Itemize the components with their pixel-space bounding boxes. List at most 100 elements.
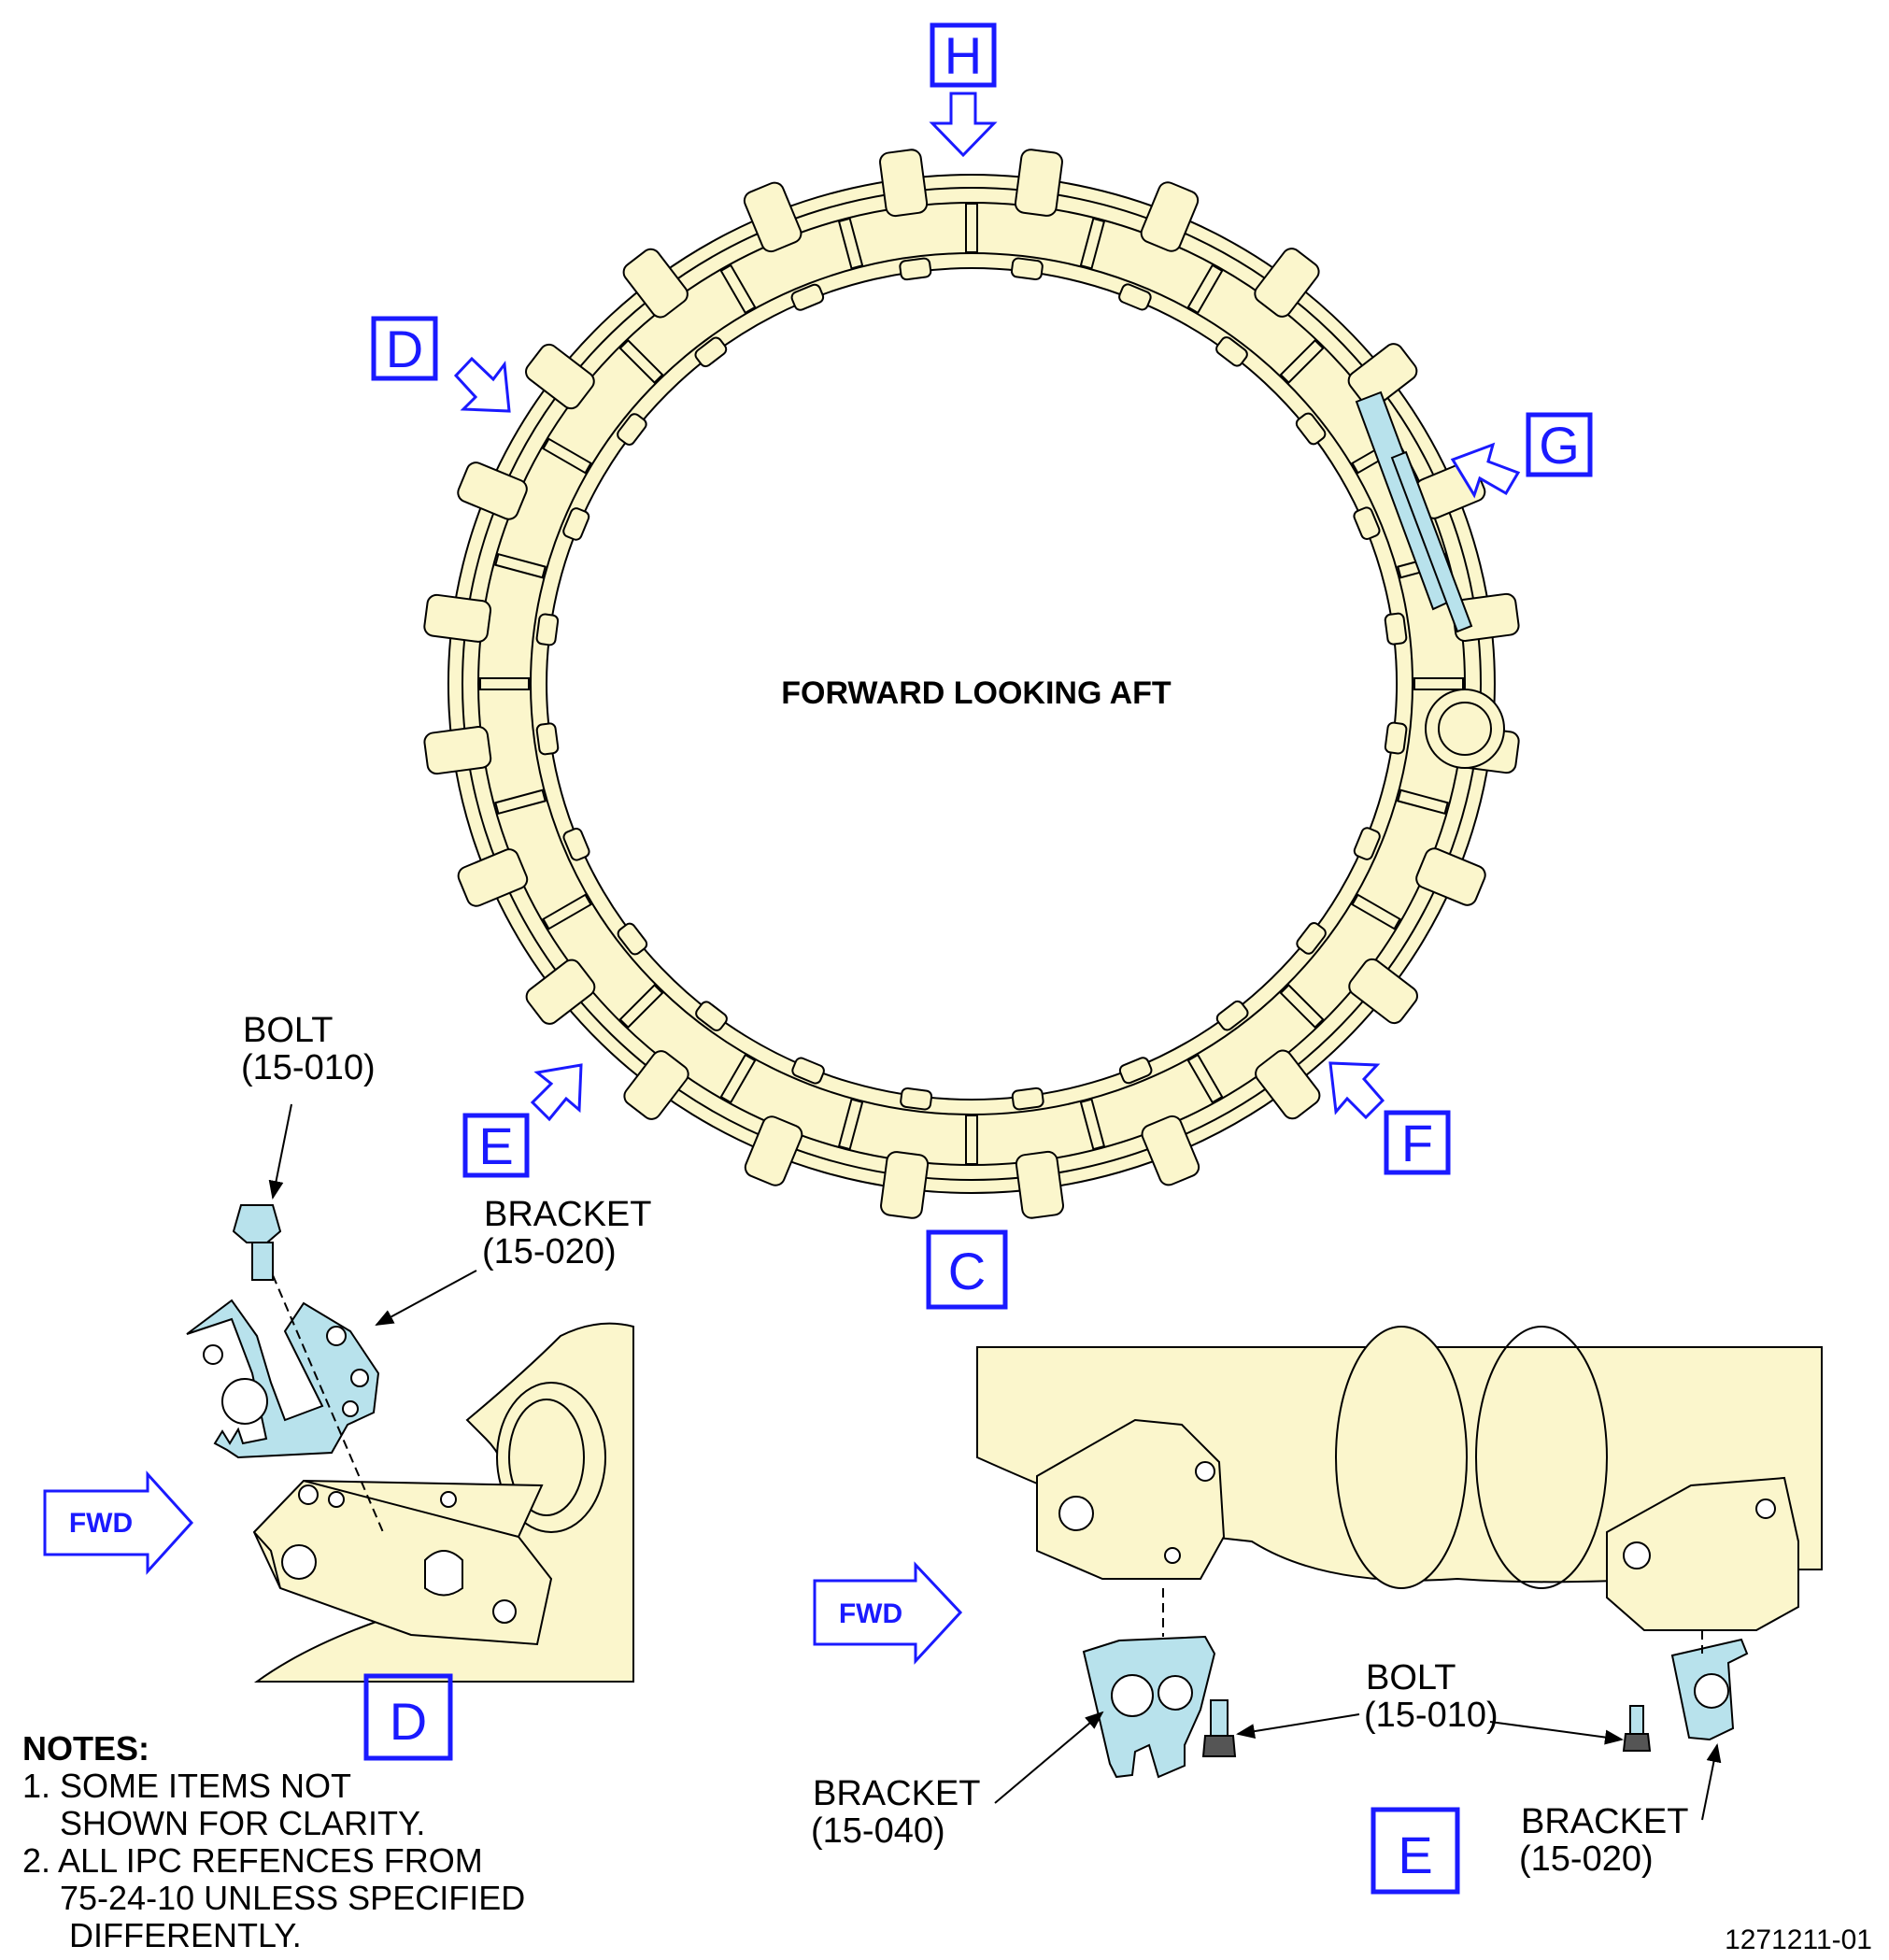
- ring-plate: [479, 677, 530, 690]
- svg-text:C: C: [948, 1242, 986, 1300]
- ring-tab: [562, 507, 590, 541]
- detail-d-bolt-axis: [272, 1274, 384, 1533]
- ring-tab: [1215, 336, 1248, 367]
- e-bolt-label: BOLT: [1366, 1658, 1456, 1697]
- detail-d-bracket-hole-4: [221, 1378, 268, 1425]
- ring-plate: [494, 788, 547, 816]
- svg-text:H: H: [944, 26, 982, 85]
- ring-plate: [494, 552, 547, 579]
- detail-e-bracket-020-hole: [1694, 1673, 1729, 1709]
- e-bolt-leader-1: [1236, 1713, 1360, 1740]
- ring-tab: [790, 283, 825, 311]
- ring-plate: [837, 1098, 864, 1151]
- view-callout-d-detail: D: [363, 1673, 453, 1761]
- svg-text:FWD: FWD: [839, 1598, 902, 1629]
- view-arrow-h: [929, 92, 998, 158]
- detail-d-bracket-hole-5: [342, 1400, 359, 1417]
- svg-text:D: D: [386, 320, 423, 378]
- ring-tab: [1010, 257, 1044, 281]
- ring-clamp: [1254, 248, 1320, 318]
- ring-plate: [1351, 893, 1401, 930]
- view-callout-e-detail: E: [1371, 1807, 1460, 1895]
- ring-tab: [1384, 612, 1408, 646]
- ring-clamp: [1255, 1049, 1321, 1120]
- detail-e-bracket-040-hole-2: [1158, 1675, 1193, 1711]
- detail-e-base-bracket-right: [1606, 1476, 1799, 1631]
- detail-d-base-slot: [424, 1550, 463, 1597]
- detail-d-bracket-hole-3: [350, 1369, 369, 1387]
- ring-clamp: [879, 149, 929, 218]
- detail-e-bolt-2: [1622, 1705, 1652, 1752]
- detail-d-pipe-rim-inner: [508, 1399, 585, 1516]
- harness-tube-2: [1390, 450, 1473, 633]
- detail-e-bracket-040-hole-1: [1111, 1674, 1154, 1717]
- ring-plate: [1279, 338, 1325, 384]
- e-bracket-020-label: BRACKET: [1521, 1802, 1688, 1841]
- detail-e-base-hole-2: [1195, 1461, 1215, 1482]
- detail-e-base-hole-1: [1058, 1496, 1094, 1531]
- svg-text:D: D: [390, 1692, 427, 1751]
- detail-e-base-bracket-left: [1036, 1418, 1226, 1580]
- ring-clamp: [423, 593, 492, 643]
- ring-tab: [695, 1001, 728, 1031]
- ring-tab: [1011, 1087, 1044, 1111]
- ring-clamp: [457, 848, 529, 907]
- pipe-stub-bore: [1438, 702, 1492, 756]
- detail-d-base-nut: [281, 1544, 317, 1580]
- notes-line-5: DIFFERENTLY.: [22, 1916, 302, 1954]
- fwd-arrow-d: FWD: [43, 1470, 194, 1575]
- notes-block: NOTES: 1. SOME ITEMS NOT SHOWN FOR CLARI…: [22, 1729, 525, 1954]
- ring-tab: [1353, 506, 1381, 540]
- ring-tab: [617, 413, 647, 446]
- d-bolt-ref: (15-010): [241, 1048, 376, 1087]
- ring-plate: [1279, 984, 1325, 1030]
- ring-tab: [1353, 827, 1381, 860]
- ring-clamp: [1415, 847, 1486, 906]
- ring-plate: [719, 263, 757, 315]
- ring-tab: [1295, 412, 1327, 446]
- notes-line-1: 1. SOME ITEMS NOT: [22, 1767, 351, 1805]
- detail-d-base-hole-4: [492, 1599, 517, 1624]
- view-arrow-g: [1450, 442, 1521, 499]
- e-bolt-ref: (15-010): [1364, 1696, 1498, 1735]
- detail-e-base-hole-4: [1623, 1541, 1651, 1569]
- ring-tab: [1215, 1000, 1249, 1031]
- ring-clamp: [1348, 958, 1418, 1025]
- ring-clamp: [525, 959, 596, 1025]
- ring-tab: [899, 257, 932, 281]
- ring-tab: [1118, 1057, 1153, 1085]
- e-bracket-040-ref: (15-040): [811, 1811, 945, 1851]
- d-bracket-leader: [375, 1270, 477, 1326]
- e-bracket-040-label: BRACKET: [813, 1774, 980, 1813]
- ring-plate: [542, 893, 592, 930]
- notes-line-4: 75-24-10 UNLESS SPECIFIED: [22, 1879, 525, 1917]
- detail-d-base-bracket: [252, 1479, 553, 1646]
- view-callout-e: E: [462, 1063, 583, 1178]
- detail-e-base-hole-5: [1755, 1498, 1776, 1519]
- detail-d-bracket-hole-2: [326, 1326, 347, 1346]
- e-bracket-020-ref: (15-020): [1519, 1839, 1654, 1879]
- figure-number: 1271211-01: [1725, 1924, 1872, 1955]
- ring-plate: [618, 984, 664, 1030]
- d-bracket-ref: (15-020): [482, 1232, 617, 1271]
- ring-plate: [1186, 263, 1224, 315]
- ring-plate: [965, 1115, 978, 1165]
- ring-plate: [618, 338, 664, 384]
- svg-text:FWD: FWD: [69, 1508, 133, 1539]
- ring-tab: [535, 613, 560, 646]
- detail-d-bolt: [232, 1204, 282, 1281]
- ring-tab: [617, 922, 648, 956]
- detail-d-base-face: [253, 1480, 519, 1589]
- manifold-ring: [423, 149, 1520, 1219]
- detail-d: [186, 1204, 634, 1683]
- d-bolt-leader: [268, 1103, 292, 1200]
- d-bracket-label: BRACKET: [484, 1195, 651, 1234]
- e-bracket-040-leader: [994, 1711, 1104, 1804]
- detail-d-base-hole-2: [328, 1491, 345, 1508]
- ring-groove-outer: [462, 187, 1482, 1181]
- detail-d-base-hole-1: [298, 1484, 319, 1505]
- e-bracket-020-leader: [1701, 1743, 1722, 1821]
- ring-clamp: [1347, 343, 1418, 409]
- ring-tab: [900, 1087, 933, 1111]
- view-callout-d: D: [371, 316, 511, 413]
